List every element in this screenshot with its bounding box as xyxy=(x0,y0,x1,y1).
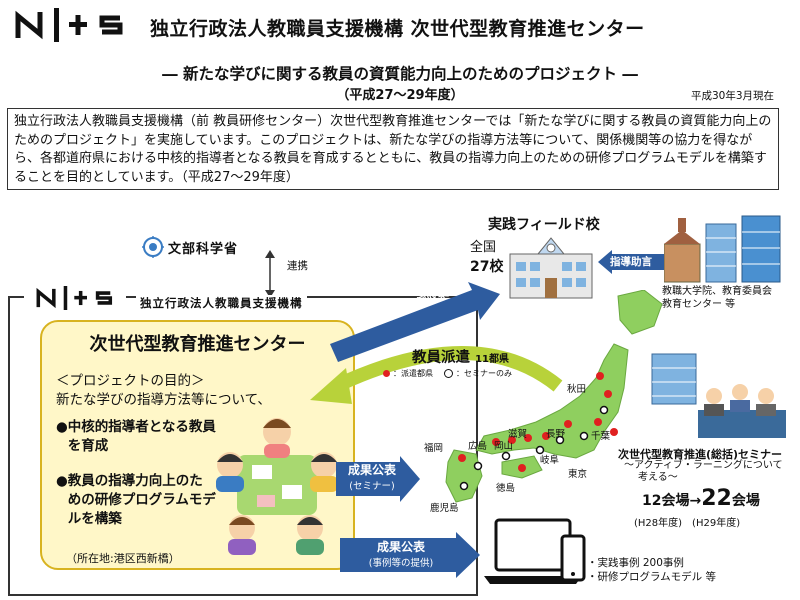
teachers-meeting-illustration xyxy=(216,418,338,555)
project-period: （平成27～29年度） xyxy=(336,88,464,103)
venue-count: 12会場→22会場 xyxy=(642,486,760,511)
location-text: （所在地:港区西新橋） xyxy=(66,552,180,565)
seminar-title: 次世代型教育推進(総括)セミナー xyxy=(618,448,783,461)
venue-years: (H28年度) (H29年度) xyxy=(634,518,741,529)
dispatch-count: 11都県 xyxy=(475,354,509,365)
outputs-list: ・実践事例 200事例 ・研修プログラムモデル 等 xyxy=(587,556,716,584)
results-cases-arrow xyxy=(340,532,480,578)
header-title: 独立行政法人教職員支援機構 次世代型教育推進センター xyxy=(150,18,645,40)
bullet-1: ● 中核的指導者となる教員を育成 xyxy=(56,418,216,456)
legend-dispatch-text: ：派遣都県 xyxy=(393,369,433,378)
japan-map xyxy=(445,290,663,503)
pref-label: 岡山 xyxy=(494,441,514,452)
output-item-1: ・実践事例 200事例 xyxy=(587,557,684,569)
pref-label: 秋田 xyxy=(567,384,587,395)
dispatch-label-text: 教員派遣 xyxy=(412,350,470,366)
purpose-block: ＜プロジェクトの目的＞ 新たな学びの指導方法等について、 xyxy=(56,372,271,410)
seminar-subtitle: ～アクティブ・ラーニングについて 考える～ xyxy=(624,460,783,484)
nits-logo-small-mark xyxy=(36,286,113,310)
pref-label: 鹿児島 xyxy=(430,503,459,514)
advice-collection-arrow xyxy=(330,282,500,362)
as-of-date: 平成30年3月現在 xyxy=(690,90,774,102)
nits-name: 独立行政法人教職員支援機構 xyxy=(136,295,307,311)
results-seminar-sub: (セミナー) xyxy=(349,481,395,492)
pref-label: 広島 xyxy=(468,441,488,452)
legend-dispatch-dot xyxy=(383,370,390,377)
nits-logo xyxy=(14,8,126,42)
seminar-subtitle-2: 考える～ xyxy=(638,472,678,483)
dispatch-curve-arrow xyxy=(310,346,563,404)
bullet-2: ● 教員の指導力向上のための研修プログラムモデルを構築 xyxy=(56,472,216,529)
pref-label: 千葉 xyxy=(591,431,611,442)
pref-label: 徳島 xyxy=(496,483,516,494)
pref-label: 福岡 xyxy=(424,443,444,454)
advice-arrow xyxy=(598,250,664,274)
bullet-dot-icon: ● xyxy=(56,419,68,435)
purpose-heading: ＜プロジェクトの目的＞ xyxy=(56,373,205,389)
legend-seminar-dot xyxy=(444,369,453,378)
pref-label: 東京 xyxy=(568,469,588,480)
venue-count-to: 22 xyxy=(701,486,732,511)
bullet-dot-icon: ● xyxy=(56,473,68,489)
link-label: 連携 xyxy=(287,260,308,272)
mext-link-arrow xyxy=(265,250,275,298)
venue-count-unit: 会場 xyxy=(731,493,760,509)
seminar-illustration xyxy=(651,353,786,438)
mext-emblem-icon xyxy=(142,236,164,258)
mext-logo: 文部科学省 xyxy=(142,236,238,258)
field-school-scope: 全国 xyxy=(470,240,497,255)
bullet-1-text: 中核的指導者となる教員を育成 xyxy=(67,419,216,454)
results-seminar-arrow xyxy=(336,456,420,502)
partners-label-1: 教職大学院、教育委員会 xyxy=(662,286,772,297)
bullet-2-text: 教員の指導力向上のための研修プログラムモデルを構築 xyxy=(67,473,216,527)
pref-label: 長野 xyxy=(546,429,566,440)
mext-name: 文部科学省 xyxy=(168,241,239,257)
center-title: 次世代型教育推進センター xyxy=(89,334,306,355)
pref-label: 岐阜 xyxy=(540,455,560,466)
nits-logo-small xyxy=(24,286,126,314)
intro-text: 独立行政法人教職員支援機構（前 教員研修センター）次世代型教育推進センターでは「… xyxy=(7,108,779,190)
results-seminar-label: 成果公表 xyxy=(347,463,396,477)
venue-count-from: 12会場→ xyxy=(642,493,702,509)
output-item-2: ・研修プログラムモデル 等 xyxy=(587,571,717,583)
dispatch-label: 教員派遣 11都県 xyxy=(412,346,509,367)
partners-label: 教職大学院、教育委員会 教育センター 等 xyxy=(662,285,772,311)
map-legend: ：派遣都県 ：セミナーのみ xyxy=(383,368,512,379)
partners-label-2: 教育センター 等 xyxy=(662,299,736,310)
advice-label: 指導助言 xyxy=(610,256,652,268)
nits-logo-mark xyxy=(15,8,123,42)
seminar-subtitle-1: ～アクティブ・ラーニングについて xyxy=(624,460,783,471)
pref-label: 滋賀 xyxy=(508,429,528,440)
project-title: ― 新たな学びに関する教員の資質能力向上のためのプロジェクト ― xyxy=(162,65,638,83)
field-school-title: 実践フィールド校 xyxy=(488,217,600,233)
results-cases-label: 成果公表 xyxy=(376,540,425,554)
results-cases-sub: (事例等の提供) xyxy=(368,558,434,569)
school-building-icon xyxy=(509,237,593,299)
field-school-count: 27校 xyxy=(470,259,504,275)
legend-seminar-text: ：セミナーのみ xyxy=(456,369,512,378)
purpose-text: 新たな学びの指導方法等について、 xyxy=(56,392,271,408)
smartphone-icon xyxy=(560,534,586,582)
partner-buildings-icon xyxy=(664,215,781,283)
